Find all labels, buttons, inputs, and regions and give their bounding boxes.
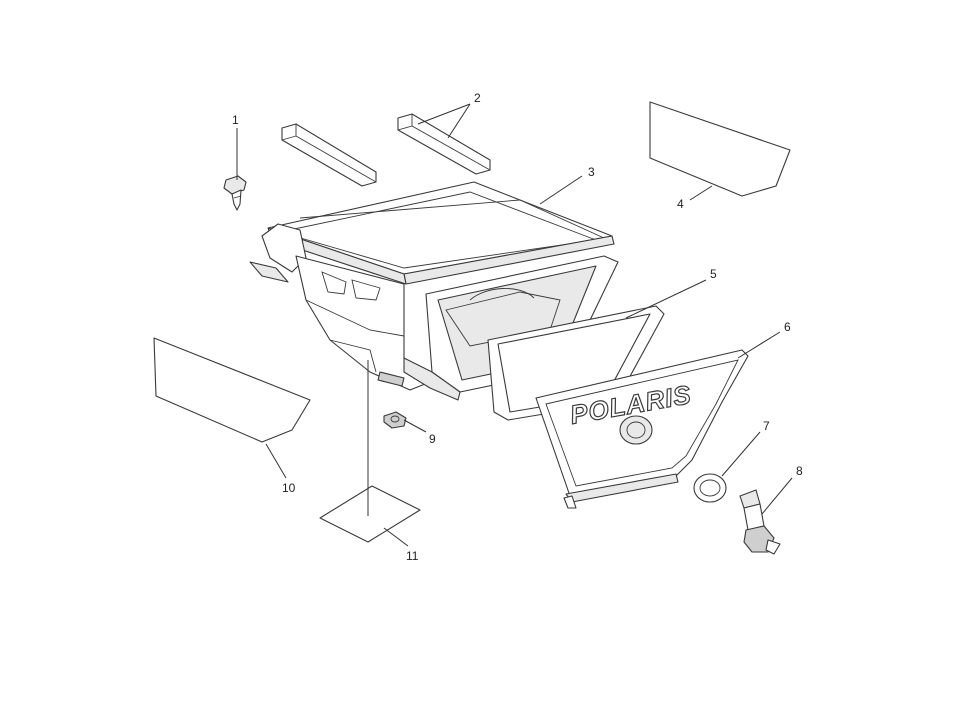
callout-10: 10 xyxy=(282,481,296,495)
callout-5: 5 xyxy=(710,267,717,281)
callout-4: 4 xyxy=(677,197,684,211)
o-ring-part xyxy=(693,473,727,503)
callout-labels: 1 2 3 4 5 6 7 8 9 10 11 xyxy=(232,91,803,563)
leader-lines xyxy=(236,103,793,547)
nut-part xyxy=(383,411,407,429)
callout-1: 1 xyxy=(232,113,239,127)
callout-7: 7 xyxy=(763,419,770,433)
decal-left-part xyxy=(153,337,311,443)
foam-strip-parts xyxy=(281,113,491,187)
callout-11: 11 xyxy=(406,549,419,563)
decal-right-part xyxy=(649,101,791,197)
callout-6: 6 xyxy=(784,320,791,334)
callout-2: 2 xyxy=(474,91,481,105)
pad-part xyxy=(319,485,421,543)
latch-part xyxy=(739,489,781,555)
callout-8: 8 xyxy=(796,464,803,478)
callout-3: 3 xyxy=(588,165,595,179)
push-rivet-part xyxy=(223,175,247,211)
door-panel-part: POLARIS xyxy=(535,349,749,509)
callout-9: 9 xyxy=(429,432,436,446)
